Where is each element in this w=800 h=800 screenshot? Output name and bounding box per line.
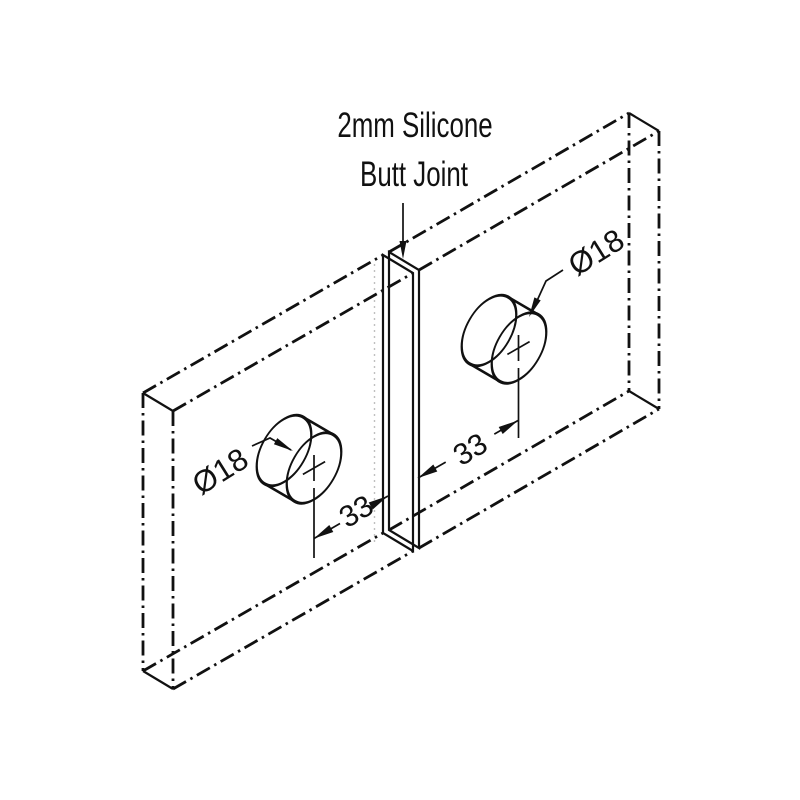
left-panel-front-top-edge [172,271,414,413]
right-hole [460,293,548,385]
right-diameter-leader-line [530,269,564,315]
right-diameter-leader-arrow [529,297,541,317]
joint-leader-arrow [399,241,407,259]
left-hole-back-ellipse [255,413,313,488]
joint-note-line2: Butt Joint [360,154,468,194]
left-diameter-text: Ø18 [186,441,254,502]
right-offset-arrow-right [498,420,518,434]
left-offset-dimension: 33 [313,489,389,540]
butt-joint-note: 2mm Silicone Butt Joint [337,105,493,259]
left-hole [255,413,343,505]
left-hole-center-mark [302,455,326,481]
right-hole-back-ellipse [460,293,518,368]
right-panel-back-bottom-edge [388,389,630,532]
left-offset-dimension-text: 33 [334,489,380,534]
right-diameter-callout: Ø18 [529,222,630,317]
left-panel-back-top-edge [142,253,384,395]
right-offset-dimension-text: 33 [448,427,494,472]
right-panel-front-top-edge [418,129,660,272]
right-panel-back-top-edge [388,111,630,254]
right-hole-tangent-lines [469,295,539,383]
left-panel-corner-edges [142,392,174,690]
right-panel-front-bottom-edge [418,407,660,550]
left-diameter-leader-arrow [273,438,293,451]
left-offset-arrow-left [314,525,334,539]
right-hole-center-mark [506,335,531,361]
right-offset-dimension: 33 [417,419,519,479]
left-offset-arrow-right [368,496,388,510]
left-hole-tangent-lines [264,415,334,503]
left-panel [141,253,415,691]
left-panel-back-bottom-edge [142,531,384,673]
right-panel-joint-end-face [387,250,421,550]
right-offset-arrow-left [418,464,438,478]
right-panel [387,111,661,550]
joint-note-line1: 2mm Silicone [337,105,492,145]
left-panel-joint-end-face [381,253,415,553]
right-diameter-text: Ø18 [562,222,630,283]
right-panel-corner-edges [628,112,660,410]
left-panel-front-bottom-edge [172,549,414,691]
